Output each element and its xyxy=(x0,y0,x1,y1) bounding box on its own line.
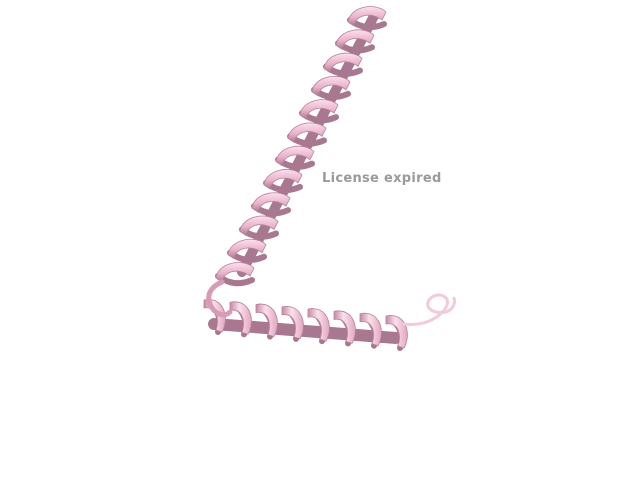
helix-turn-front xyxy=(359,312,382,347)
helix-turn-front xyxy=(323,52,363,74)
helix-horizontal-backbone xyxy=(208,318,402,344)
helix-turn-front xyxy=(263,169,303,190)
helix-turn-front xyxy=(311,75,351,97)
helix-turn-front xyxy=(385,315,408,349)
helix-horizontal xyxy=(203,299,408,351)
helix-turn-front xyxy=(299,99,339,120)
helix-turn-front xyxy=(239,215,279,237)
helix-turn-front xyxy=(251,192,291,213)
connecting-loop xyxy=(206,279,233,318)
helix-turn-front xyxy=(275,145,315,167)
helix-turn-front xyxy=(287,122,327,144)
helix-vertical xyxy=(215,6,387,287)
helix-turn-front xyxy=(215,262,255,283)
terminal-loop xyxy=(402,293,456,326)
license-expired-watermark: License expired xyxy=(322,171,442,186)
helix-turn-front xyxy=(229,301,252,335)
helix-turn-front xyxy=(281,306,304,340)
helix-turn-front xyxy=(335,29,375,50)
helix-turn-front xyxy=(307,308,330,342)
helix-turn-front xyxy=(347,6,387,27)
helix-turn-front xyxy=(333,310,356,344)
helix-turn-front xyxy=(227,238,267,260)
helix-turn-front xyxy=(255,303,278,338)
